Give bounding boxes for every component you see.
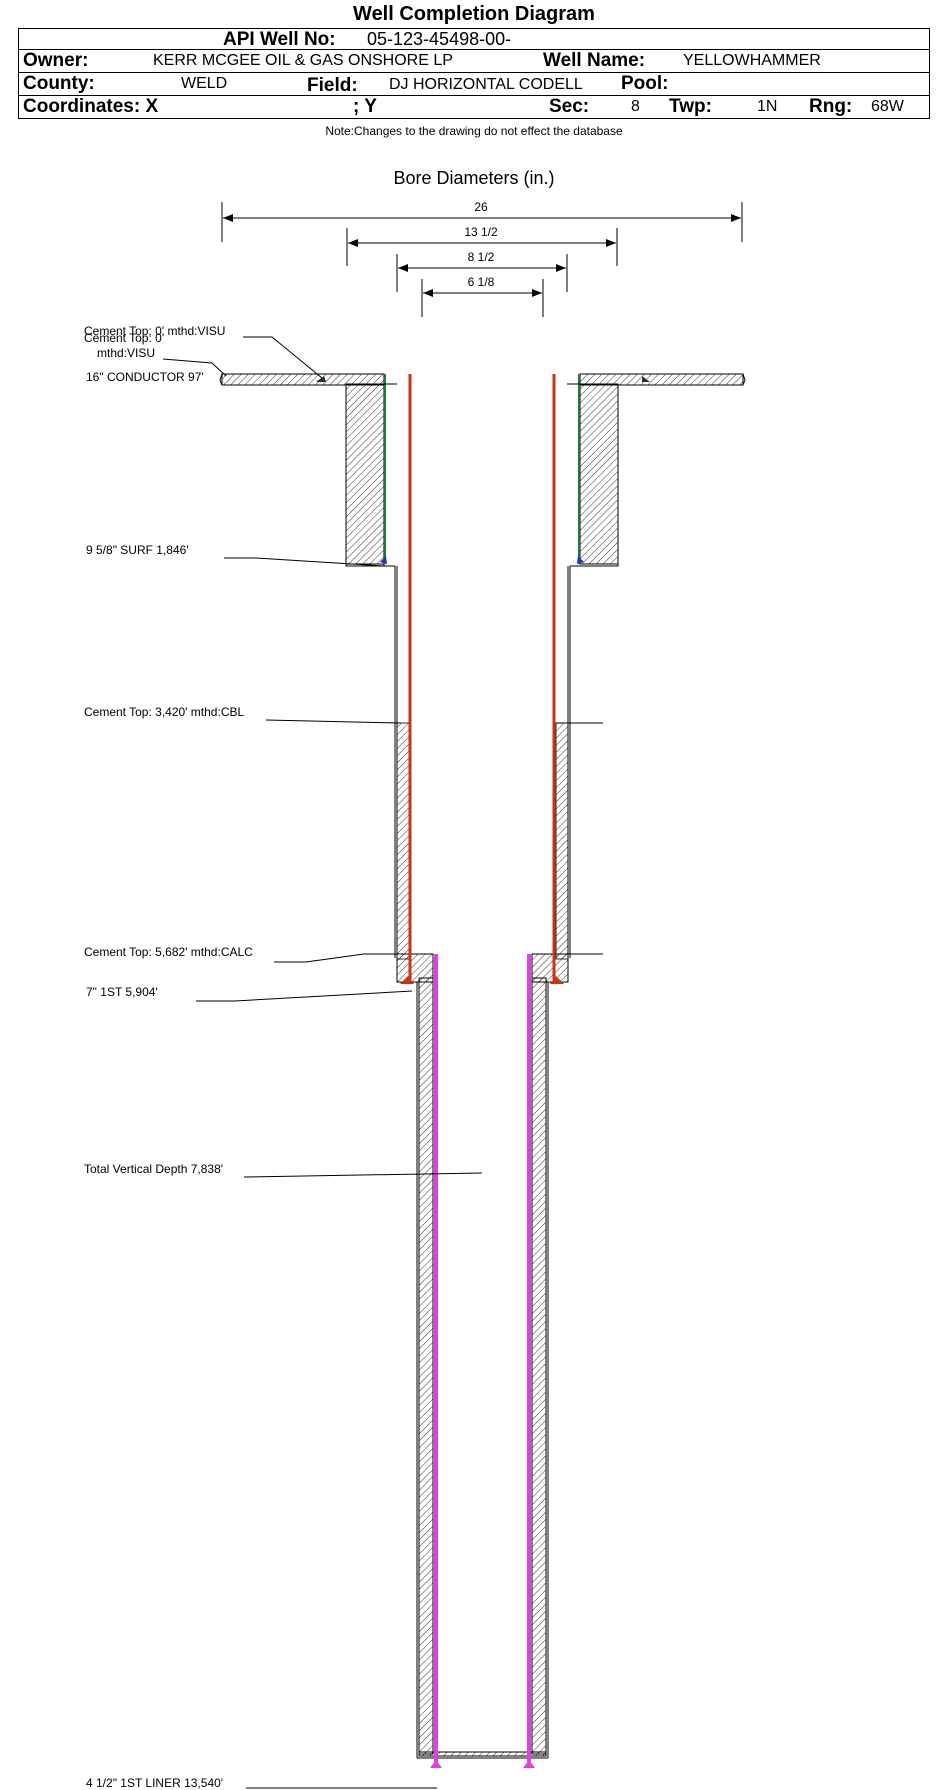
- field-value: DJ HORIZONTAL CODELL: [389, 76, 583, 93]
- annotation-liner: 4 1/2" 1ST LINER 13,540': [86, 1776, 437, 1790]
- county-value: WELD: [181, 75, 228, 92]
- sec-label: Sec:: [549, 96, 590, 117]
- annotation-tvd: Total Vertical Depth 7,838': [84, 1162, 483, 1178]
- page-title: Well Completion Diagram: [353, 3, 595, 25]
- label-surf: 9 5/8" SURF 1,846': [86, 543, 189, 557]
- label-cement-top-0: Cement Top: 0' mthd:VISU: [84, 324, 225, 338]
- annotation-conductor: 16" CONDUCTOR 97': [86, 370, 204, 384]
- well-header-table: API Well No: 05-123-45498-00- Owner: KER…: [18, 28, 930, 119]
- annotation-surf: 9 5/8" SURF 1,846': [86, 383, 580, 567]
- coord-y-label: ; Y: [353, 96, 377, 117]
- bore-label-6-1-8: 6 1/8: [468, 275, 495, 289]
- annotation-cement-top-0: Cement Top: 0' mthd:VISU Cement Top: 0' …: [84, 324, 323, 379]
- api-value: 05-123-45498-00-: [367, 29, 512, 49]
- label-cement-top-3420: Cement Top: 3,420' mthd:CBL: [84, 705, 244, 719]
- county-label: County:: [23, 73, 95, 94]
- field-label: Field:: [307, 75, 358, 96]
- surface-cement: [345, 383, 619, 567]
- intermediate-cement: [396, 722, 569, 983]
- rng-value: 68W: [871, 98, 904, 115]
- label-cement-top-0-line2: mthd:VISU: [97, 346, 155, 360]
- label-cement-top-0-line1: Cement Top: 0': [84, 331, 164, 345]
- well-name-value: YELLOWHAMMER: [683, 52, 821, 69]
- bore-label-26: 26: [474, 200, 488, 214]
- bore-label-13-1-2: 13 1/2: [464, 225, 498, 239]
- bore-label-8-1-2: 8 1/2: [468, 250, 495, 264]
- bore-dimension-13-1-2: 13 1/2: [346, 225, 618, 266]
- label-tvd: Total Vertical Depth 7,838': [84, 1162, 223, 1176]
- sec-value: 8: [631, 98, 640, 115]
- bore-diameters-title: Bore Diameters (in.): [393, 168, 554, 188]
- surface-casing: [380, 374, 584, 564]
- owner-value: KERR MCGEE OIL & GAS ONSHORE LP: [153, 52, 453, 69]
- bore-dimension-26: 26: [221, 200, 743, 242]
- label-7in-1st: 7" 1ST 5,904': [86, 985, 158, 999]
- api-label: API Well No:: [223, 29, 336, 50]
- label-liner: 4 1/2" 1ST LINER 13,540': [86, 1776, 223, 1790]
- conductor-cement: [219, 373, 746, 386]
- annotation-7in-1st: 7" 1ST 5,904': [86, 985, 413, 1002]
- bore-dimension-6-1-8: 6 1/8: [421, 275, 544, 317]
- rng-label: Rng:: [809, 96, 853, 117]
- twp-label: Twp:: [669, 96, 712, 117]
- label-cement-top-5682: Cement Top: 5,682' mthd:CALC: [84, 945, 253, 959]
- twp-value: 1N: [757, 98, 778, 115]
- label-conductor: 16" CONDUCTOR 97': [86, 370, 204, 384]
- production-casing-7in: [400, 374, 564, 984]
- liner-4-1-2: [430, 954, 535, 1768]
- bore-dimension-8-1-2: 8 1/2: [396, 250, 568, 292]
- borehole-wall: [383, 564, 580, 958]
- coord-x-label: Coordinates: X: [23, 96, 159, 117]
- liner-cement: [416, 977, 549, 1759]
- pool-label: Pool:: [621, 73, 669, 94]
- well-name-label: Well Name:: [543, 50, 646, 71]
- annotation-cement-top-3420: Cement Top: 3,420' mthd:CBL: [84, 705, 603, 724]
- annotation-cement-top-5682: Cement Top: 5,682' mthd:CALC: [84, 945, 603, 963]
- owner-label: Owner:: [23, 50, 89, 71]
- database-note: Note:Changes to the drawing do not effec…: [325, 124, 623, 138]
